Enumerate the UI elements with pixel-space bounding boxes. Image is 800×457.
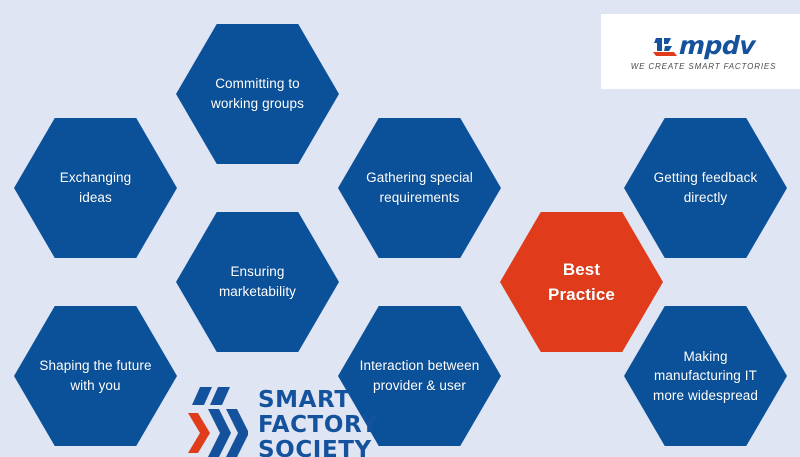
smart-factory-society-wordmark: SMART FACTORY SOCIETY [258,385,378,457]
hexagon-label: Best Practice [548,259,615,305]
hexagon-label: Gathering special requirements [366,170,473,205]
mpdv-emblem-icon [653,38,678,56]
mpdv-wordmark-row: mpdv [651,31,757,60]
hexagon-label: Committing to working groups [211,76,304,111]
hexagon-label: Ensuring marketability [218,264,297,299]
hexagon-best-practice[interactable]: Best Practice [500,212,663,352]
hexagon-label: Getting feedback directly [653,170,758,205]
mpdv-logo: mpdv WE CREATE SMART FACTORIES [601,14,800,89]
mpdv-tagline-text: WE CREATE SMART FACTORIES [630,62,777,71]
sfs-line-2: FACTORY [258,412,379,438]
hexagon-label: Making manufacturing IT more widespread [652,348,759,403]
smart-factory-society-logo: SMART FACTORY SOCIETY [186,385,378,457]
smart-factory-society-emblem-icon [188,387,248,457]
hexagon-ensuring-marketability[interactable]: Ensuring marketability [176,212,339,352]
hexagon-shaping-the-future-with-you[interactable]: Shaping the future with you [14,306,177,446]
sfs-line-3: SOCIETY [258,437,372,457]
hexagon-label: Interaction between provider & user [359,358,480,393]
hexagon-getting-feedback-directly[interactable]: Getting feedback directly [624,118,787,258]
hexagon-making-manufacturing-it-more-widespread[interactable]: Making manufacturing IT more widespread [624,306,787,446]
hexagon-label: Exchanging ideas [59,170,132,205]
hexagon-exchanging-ideas[interactable]: Exchanging ideas [14,118,177,258]
hexagon-gathering-special-requirements[interactable]: Gathering special requirements [338,118,501,258]
hexagon-label: Shaping the future with you [39,358,152,393]
hexagon-committing-to-working-groups[interactable]: Committing to working groups [176,24,339,164]
mpdv-wordmark-text: mpdv [678,31,757,60]
sfs-line-1: SMART [258,387,351,413]
